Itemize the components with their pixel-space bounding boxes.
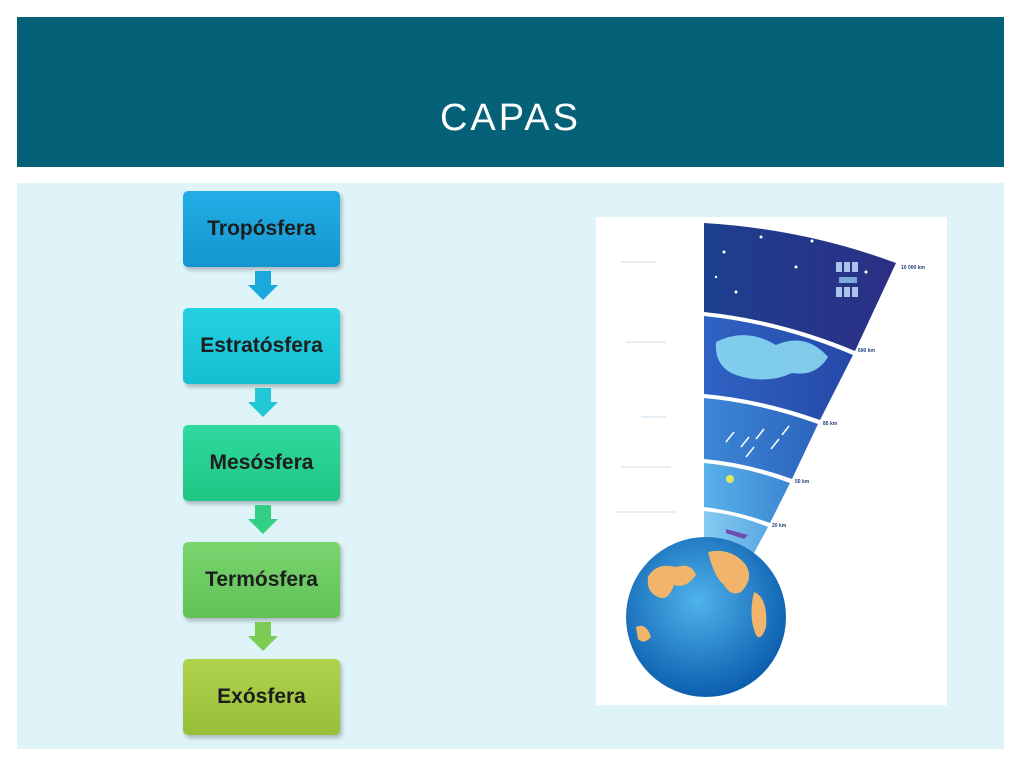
faint-left-labels <box>616 261 676 513</box>
down-arrow-icon <box>248 505 278 534</box>
continents <box>636 550 767 642</box>
atmosphere-diagram: 10 000 km 690 km 85 km 50 km 20 km <box>616 223 925 697</box>
layer-label: Termósfera <box>205 568 318 591</box>
satellite-icon <box>836 262 858 297</box>
slide-title: CAPAS <box>439 97 581 139</box>
airplane-icon <box>726 529 748 539</box>
stratosphere-band <box>704 463 790 523</box>
altitude-label: 20 km <box>772 523 787 529</box>
layer-exosphere-box: Exósfera <box>183 659 340 735</box>
layer-label: Tropósfera <box>207 217 316 240</box>
down-arrow-icon <box>248 271 278 300</box>
aurora-clouds <box>715 335 828 380</box>
altitude-label: 50 km <box>795 479 810 485</box>
altitude-label: 10 000 km <box>901 265 925 271</box>
layer-mesosphere-box: Mesósfera <box>183 425 340 501</box>
content-area: Tropósfera Estratósfera Mesósfera Termós… <box>17 183 1004 749</box>
layer-stratosphere-box: Estratósfera <box>183 308 340 384</box>
layer-label: Estratósfera <box>200 334 323 357</box>
layer-thermosphere-box: Termósfera <box>183 542 340 618</box>
layer-label: Exósfera <box>217 685 306 708</box>
atmosphere-layers-illustration: 10 000 km 690 km 85 km 50 km 20 km <box>596 217 947 705</box>
down-arrow-icon <box>248 388 278 417</box>
exosphere-band <box>704 223 896 351</box>
down-arrow-icon <box>248 622 278 651</box>
mesosphere-band <box>704 398 818 479</box>
layer-label: Mesósfera <box>209 451 314 474</box>
title-bar: CAPAS <box>17 17 1004 167</box>
layer-troposphere-box: Tropósfera <box>183 191 340 267</box>
stars <box>714 235 868 294</box>
meteors <box>725 425 790 458</box>
layers-flowchart: Tropósfera Estratósfera Mesósfera Termós… <box>17 183 1004 749</box>
altitude-label: 690 km <box>858 348 876 354</box>
altitude-label: 85 km <box>823 421 838 427</box>
balloon-icon <box>726 475 734 483</box>
